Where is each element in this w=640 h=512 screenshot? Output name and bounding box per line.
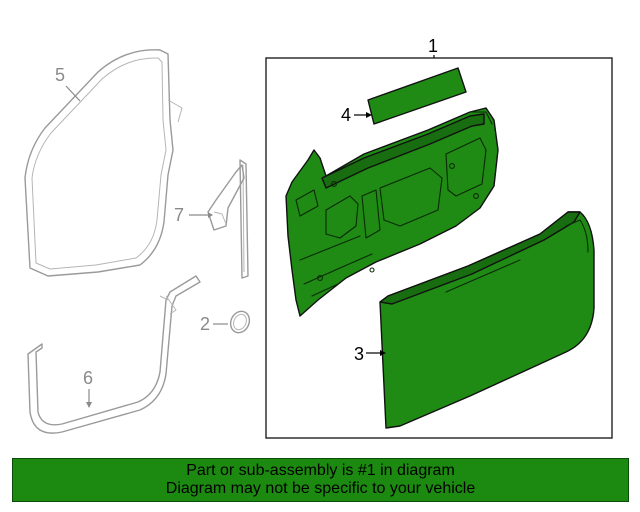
parts-diagram: 5 7 2 6 1 4: [24, 36, 613, 439]
door-shell-part[interactable]: [285, 107, 499, 317]
callout-3: 3: [354, 344, 364, 364]
door-trim-strip-part[interactable]: [367, 67, 467, 125]
leader-5: [65, 85, 81, 102]
weatherstrip-seal-part[interactable]: [24, 49, 183, 277]
window-channel-part[interactable]: [207, 159, 249, 279]
banner-line-2: Diagram may not be specific to your vehi…: [165, 480, 476, 497]
door-outer-panel-part[interactable]: [379, 211, 595, 429]
callout-4: 4: [341, 105, 351, 125]
callout-2: 2: [200, 314, 210, 334]
arrow-4: [366, 112, 372, 118]
lower-seal-part[interactable]: [27, 275, 201, 434]
callout-7: 7: [174, 205, 184, 225]
plug-part[interactable]: [227, 308, 253, 336]
arrow-6: [86, 402, 92, 408]
arrow-7: [208, 212, 213, 218]
callout-6: 6: [83, 368, 93, 388]
callout-1: 1: [428, 36, 438, 56]
arrow-3: [380, 350, 386, 356]
callout-5: 5: [55, 65, 65, 85]
banner-line-1: Part or sub-assembly is #1 in diagram: [186, 462, 455, 479]
assembly-frame: [265, 57, 613, 439]
info-banner: Part or sub-assembly is #1 in diagram Di…: [12, 458, 629, 502]
